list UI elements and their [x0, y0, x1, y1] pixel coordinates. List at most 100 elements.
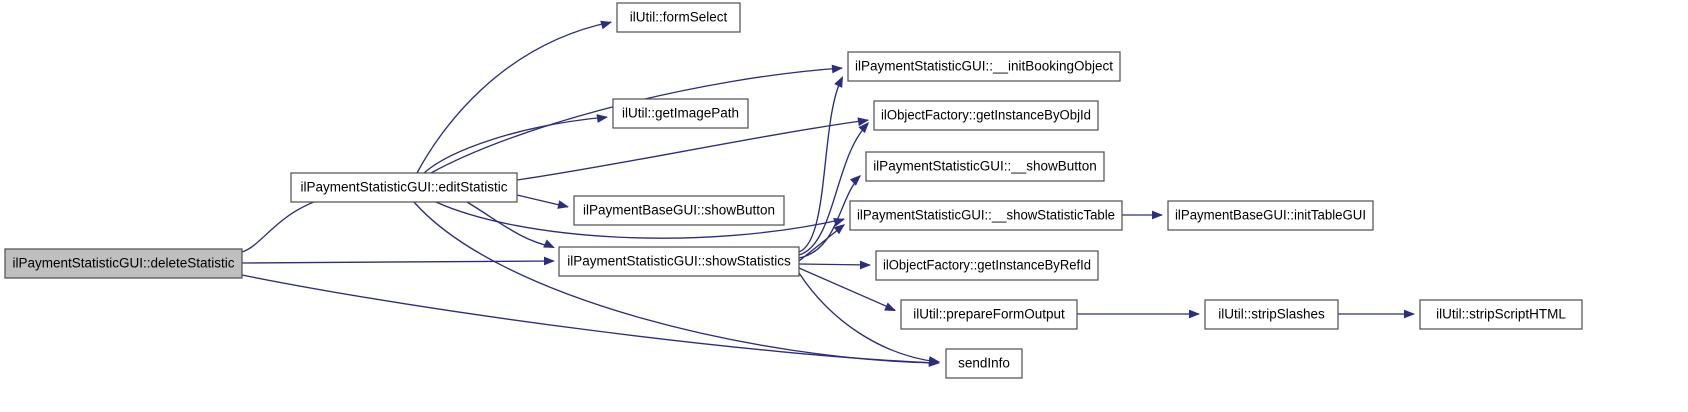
arrowhead-icon: [928, 356, 940, 365]
graph-node-initTableGUI[interactable]: ilPaymentBaseGUI::initTableGUI: [1167, 200, 1374, 231]
node-label: ilUtil::prepareFormOutput: [913, 307, 1065, 322]
graph-node-deleteStatistic[interactable]: ilPaymentStatisticGUI::deleteStatistic: [4, 248, 243, 279]
graph-node-showStatisticTable[interactable]: ilPaymentStatisticGUI::__showStatisticTa…: [849, 200, 1123, 231]
graph-node-getInstanceByRefId[interactable]: ilObjectFactory::getInstanceByRefId: [875, 250, 1099, 281]
arrowhead-icon: [834, 76, 843, 88]
node-label: ilUtil::stripScriptHTML: [1436, 307, 1566, 322]
node-box[interactable]: [290, 172, 518, 203]
edge-editStatistic-to-showStatisticTable: [435, 201, 845, 239]
arrowhead-icon: [1404, 309, 1415, 319]
edge-line: [516, 119, 869, 181]
node-label: ilObjectFactory::getInstanceByObjId: [881, 108, 1091, 123]
edge-showStatistics-to-getInstanceByObjId: [798, 122, 869, 256]
edge-line: [241, 260, 554, 264]
node-box[interactable]: [873, 100, 1099, 131]
arrowhead-icon: [600, 20, 612, 30]
arrowhead-icon: [833, 218, 845, 227]
node-box[interactable]: [558, 246, 800, 277]
node-box[interactable]: [4, 248, 243, 279]
node-label: ilPaymentStatisticGUI::editStatistic: [300, 180, 507, 195]
graph-node-getInstanceByObjId[interactable]: ilObjectFactory::getInstanceByObjId: [873, 100, 1099, 131]
node-label: ilPaymentStatisticGUI::__showStatisticTa…: [857, 208, 1115, 223]
node-label: ilPaymentBaseGUI::initTableGUI: [1175, 208, 1366, 223]
edge-line: [416, 21, 612, 174]
node-label: ilUtil::formSelect: [630, 10, 728, 25]
arrowhead-icon: [544, 256, 555, 266]
node-label: ilPaymentStatisticGUI::showStatistics: [567, 254, 791, 269]
node-box[interactable]: [1204, 299, 1339, 330]
node-layer: ilPaymentStatisticGUI::deleteStatisticil…: [4, 2, 1583, 379]
node-box[interactable]: [1419, 299, 1583, 330]
node-box[interactable]: [573, 195, 785, 226]
node-label: ilPaymentStatisticGUI::__showButton: [873, 159, 1097, 174]
node-box[interactable]: [849, 200, 1123, 231]
graph-node-formSelect[interactable]: ilUtil::formSelect: [616, 2, 741, 33]
edge-editStatistic-to-getImagePath: [423, 114, 608, 174]
graph-node-showButtonBase[interactable]: ilPaymentBaseGUI::showButton: [573, 195, 785, 226]
edge-showStatistics-to-sendInfo: [798, 272, 940, 365]
arrowhead-icon: [849, 175, 861, 186]
node-label: sendInfo: [958, 356, 1010, 371]
edge-prepareFormOutput-to-stripSlashes: [1077, 309, 1200, 319]
edge-line: [241, 274, 939, 364]
node-label: ilUtil::stripSlashes: [1218, 307, 1325, 322]
node-box[interactable]: [847, 51, 1121, 82]
node-box[interactable]: [1167, 200, 1374, 231]
graph-node-showButtonPriv[interactable]: ilPaymentStatisticGUI::__showButton: [865, 151, 1105, 182]
edge-showStatistics-to-showButtonPriv: [798, 175, 861, 259]
edge-line: [798, 77, 843, 253]
node-label: ilObjectFactory::getInstanceByRefId: [883, 258, 1091, 273]
edge-showStatistics-to-showStatisticTable: [798, 224, 845, 262]
arrowhead-icon: [596, 114, 608, 123]
node-label: ilUtil::getImagePath: [622, 106, 739, 121]
edge-layer: [241, 20, 1415, 367]
node-box[interactable]: [945, 348, 1023, 379]
graph-node-initBookingObject[interactable]: ilPaymentStatisticGUI::__initBookingObje…: [847, 51, 1121, 82]
edge-showStatisticTable-to-initTableGUI: [1122, 210, 1163, 220]
arrowhead-icon: [858, 122, 869, 134]
node-label: ilPaymentStatisticGUI::__initBookingObje…: [855, 59, 1113, 74]
arrowhead-icon: [857, 117, 869, 127]
node-label: ilPaymentStatisticGUI::deleteStatistic: [12, 256, 234, 271]
node-box[interactable]: [612, 98, 749, 129]
edge-showStatistics-to-initBookingObject: [798, 76, 843, 253]
graph-node-prepareFormOutput[interactable]: ilUtil::prepareFormOutput: [900, 299, 1078, 330]
node-box[interactable]: [616, 2, 741, 33]
graph-node-stripScriptHTML[interactable]: ilUtil::stripScriptHTML: [1419, 299, 1583, 330]
arrowhead-icon: [543, 239, 555, 248]
edge-showStatistics-to-getInstanceByRefId: [798, 260, 871, 270]
edge-deleteStatistic-to-showStatistics: [241, 256, 555, 266]
arrowhead-icon: [1152, 210, 1163, 220]
edge-editStatistic-to-formSelect: [416, 20, 612, 174]
edge-editStatistic-to-showStatistics: [466, 201, 555, 248]
edge-editStatistic-to-showButtonBase: [516, 194, 569, 209]
arrowhead-icon: [557, 200, 569, 209]
edge-deleteStatistic-to-sendInfo: [241, 274, 940, 367]
edge-line: [798, 123, 869, 256]
edge-line: [413, 201, 939, 364]
node-label: ilPaymentBaseGUI::showButton: [583, 203, 775, 218]
edge-line: [798, 224, 845, 262]
graph-node-stripSlashes[interactable]: ilUtil::stripSlashes: [1204, 299, 1339, 330]
edge-line: [798, 272, 939, 363]
node-box[interactable]: [875, 250, 1099, 281]
node-box[interactable]: [900, 299, 1078, 330]
edge-showStatistics-to-prepareFormOutput: [798, 267, 896, 311]
edge-line: [798, 175, 861, 259]
edge-editStatistic-to-getInstanceByObjId: [516, 117, 869, 181]
arrowhead-icon: [860, 260, 871, 270]
node-box[interactable]: [865, 151, 1105, 182]
graph-node-showStatistics[interactable]: ilPaymentStatisticGUI::showStatistics: [558, 246, 800, 277]
edge-line: [435, 201, 845, 239]
arrowhead-icon: [884, 302, 896, 311]
edge-line: [798, 267, 896, 311]
edge-line: [423, 116, 608, 174]
graph-node-editStatistic[interactable]: ilPaymentStatisticGUI::editStatistic: [290, 172, 518, 203]
graph-node-sendInfo[interactable]: sendInfo: [945, 348, 1023, 379]
graph-node-getImagePath[interactable]: ilUtil::getImagePath: [612, 98, 749, 129]
edge-line: [798, 263, 871, 266]
edge-stripSlashes-to-stripScriptHTML: [1338, 309, 1415, 319]
arrowhead-icon: [831, 64, 843, 74]
